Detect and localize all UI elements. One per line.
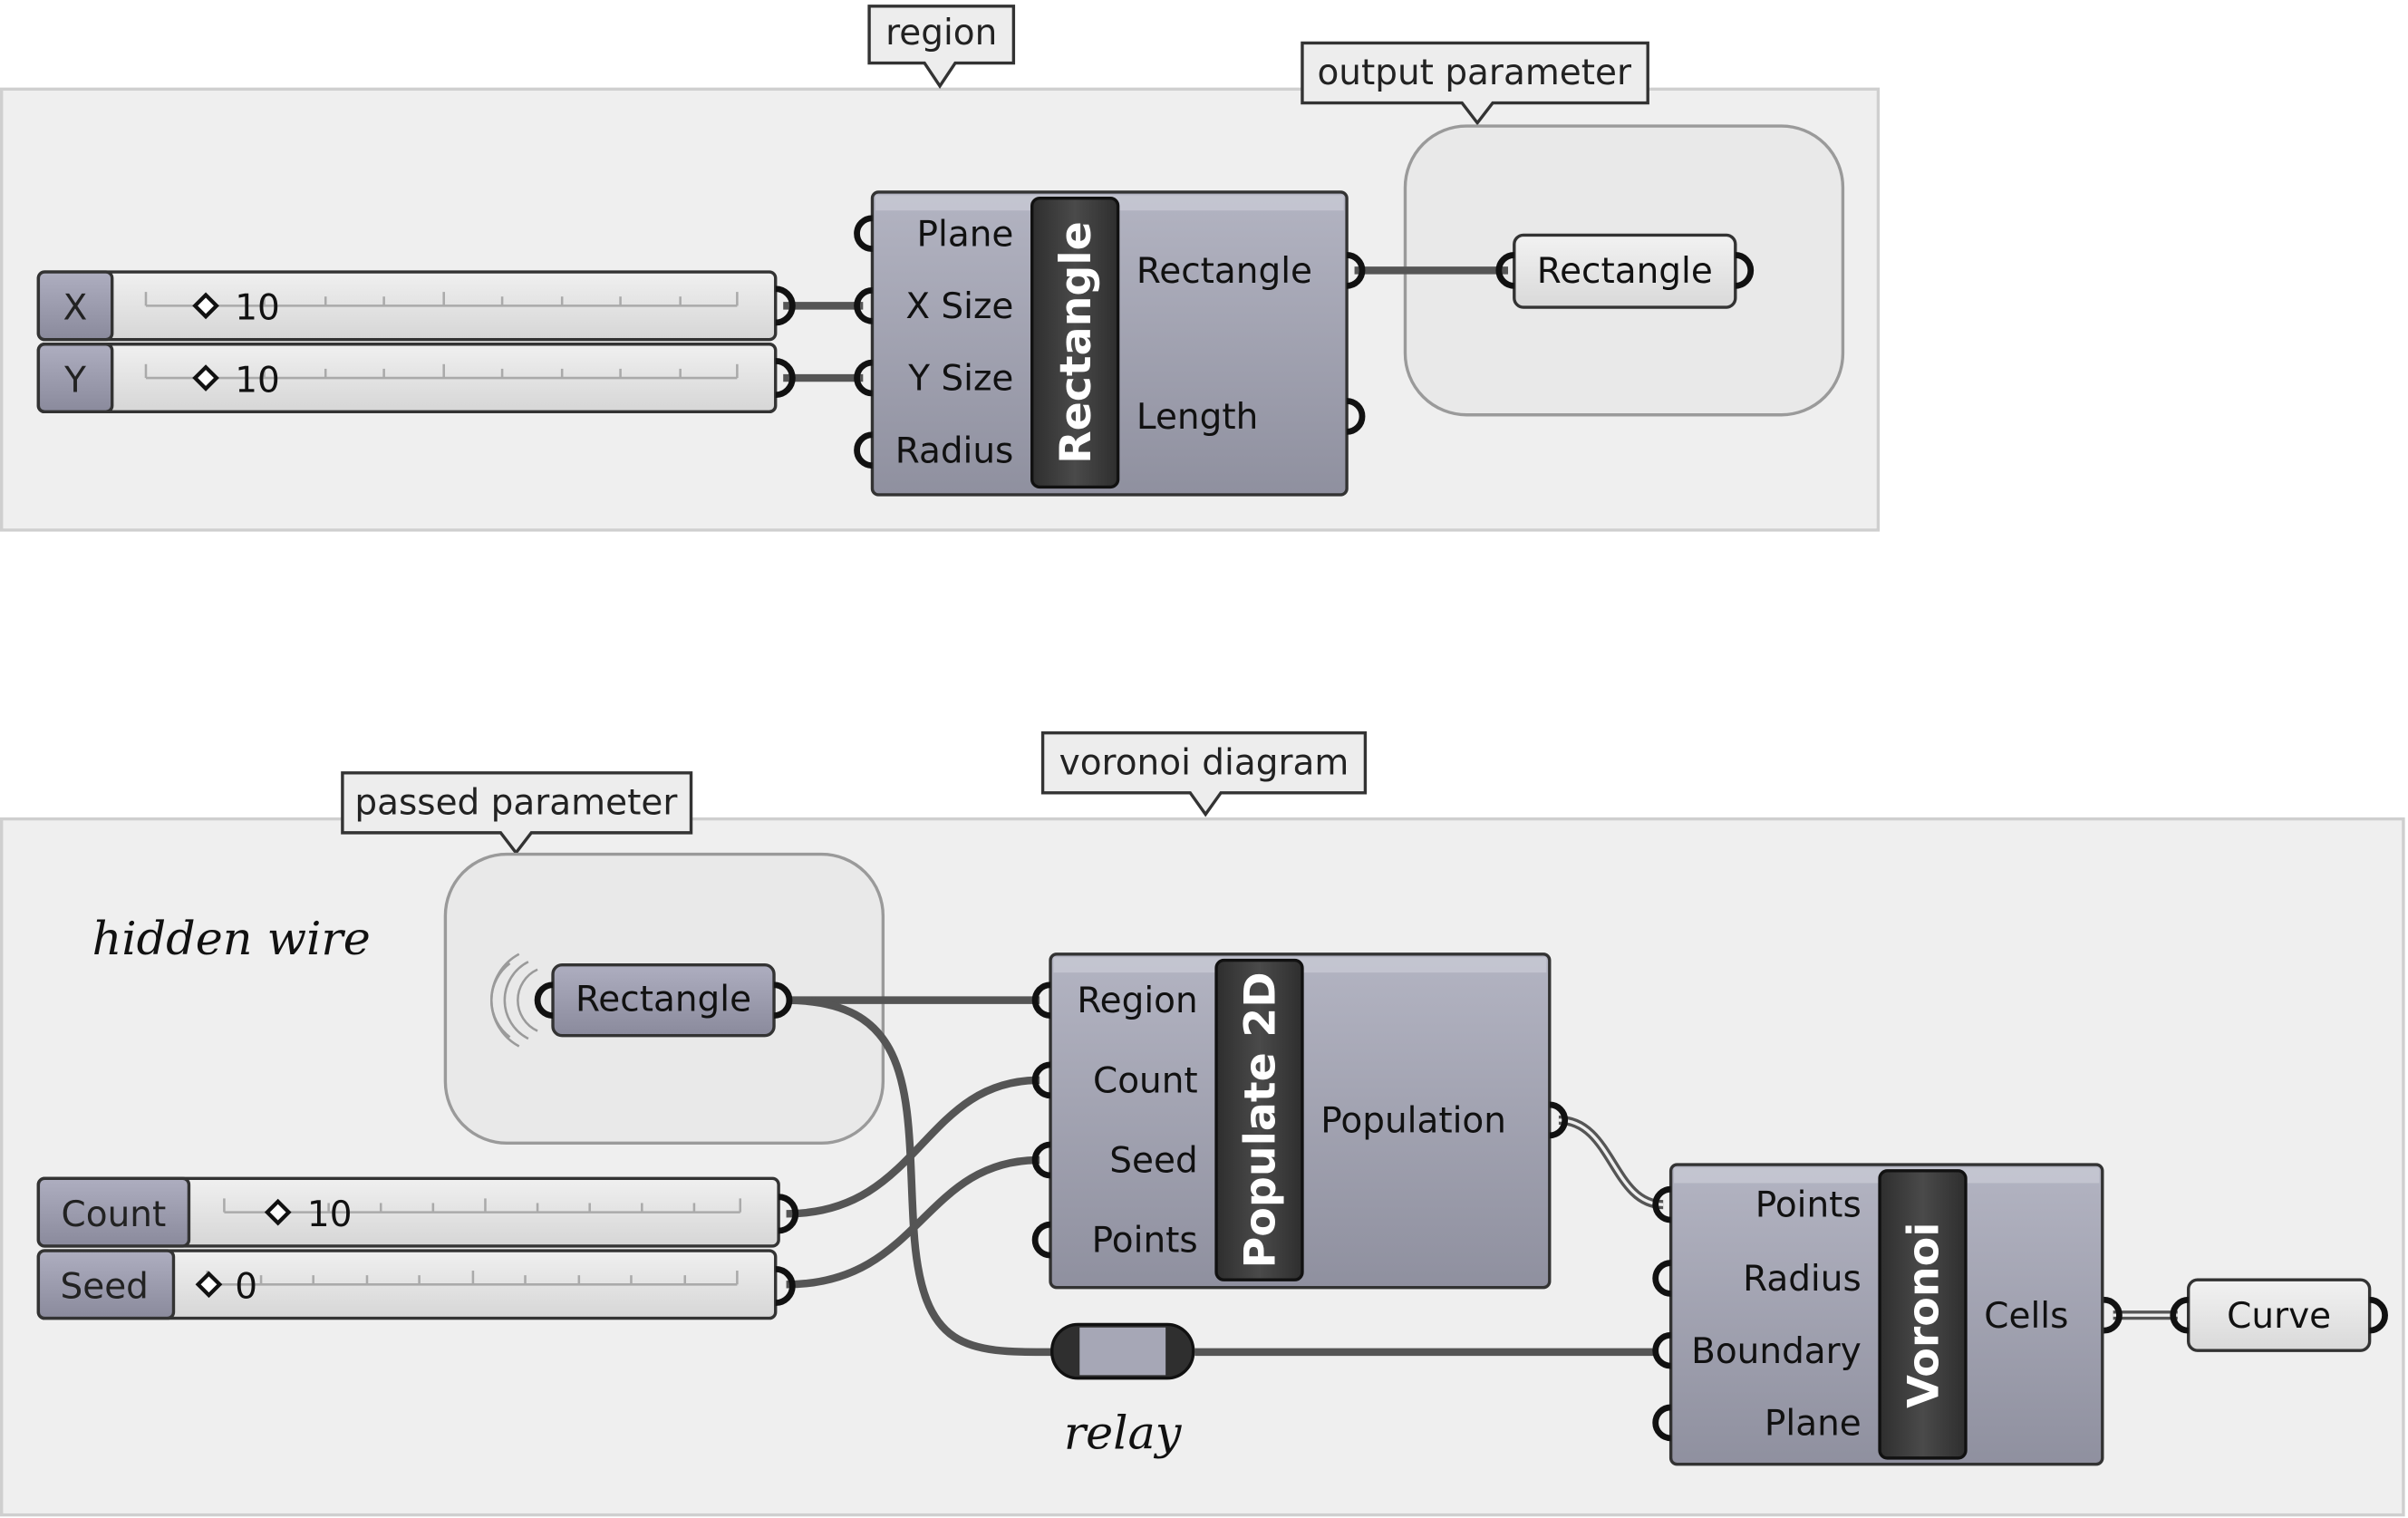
output-rectangle-param[interactable]: Rectangle [1495, 233, 1755, 309]
callout-region: region [867, 5, 1016, 89]
slider-y-name-box [36, 343, 114, 414]
wires-multi [1558, 1115, 2178, 1320]
callout-voronoi-diagram-label: voronoi diagram [1059, 742, 1349, 783]
populate-input-region: Region [1077, 981, 1197, 1021]
slider-count-grip-icon[interactable] [264, 1198, 292, 1226]
populate-2d-title-bar[interactable] [1214, 958, 1304, 1281]
rect-input-radius: Radius [895, 430, 1014, 471]
voronoi-input-grip-points[interactable] [1652, 1185, 1671, 1223]
slider-seed-value: 0 [235, 1267, 257, 1308]
slider-y-output-grip[interactable] [775, 358, 796, 399]
callout-output-parameter-label: output parameter [1317, 53, 1632, 93]
voronoi-input-grip-boundary[interactable] [1652, 1331, 1671, 1369]
rectangle-component-title-bar[interactable] [1030, 197, 1120, 489]
slider-x-name: X [63, 288, 88, 329]
slider-count-ticks [223, 1198, 742, 1213]
curve-param-output-grip[interactable] [2369, 1296, 2388, 1334]
slider-x-output-grip[interactable] [775, 285, 796, 326]
wires-bottom [786, 996, 1654, 1357]
curve-param[interactable]: Curve [2170, 1278, 2388, 1352]
callout-passed-parameter: passed parameter [341, 771, 693, 856]
rect-output-grip-rectangle[interactable] [1346, 252, 1366, 289]
callout-passed-parameter-label: passed parameter [354, 783, 678, 824]
slider-seed-name: Seed [61, 1267, 149, 1308]
rect-input-xsize: X Size [905, 286, 1013, 327]
slider-x-value: 10 [235, 288, 280, 329]
wires-top [783, 266, 1509, 382]
passed-param-input-grip[interactable] [534, 981, 554, 1020]
rectangle-component[interactable]: Rectangle Plane X Size Y Size Radius Rec… [854, 190, 1366, 497]
note-hidden-wire: hidden wire [92, 912, 371, 965]
slider-count[interactable]: Count 10 [36, 1176, 799, 1248]
hidden-wire-icon [489, 952, 538, 1048]
passed-param-output-grip[interactable] [773, 981, 793, 1020]
rect-input-grip-radius[interactable] [854, 431, 873, 469]
callout-output-parameter: output parameter [1301, 41, 1649, 126]
slider-count-name: Count [62, 1194, 167, 1235]
slider-y[interactable]: Y 10 [36, 343, 796, 414]
curve-param-label: Curve [2227, 1296, 2331, 1337]
voronoi-input-plane: Plane [1765, 1403, 1862, 1444]
populate-input-count: Count [1093, 1060, 1198, 1101]
rect-input-ysize: Y Size [907, 359, 1013, 400]
slider-x[interactable]: X 10 [36, 270, 796, 342]
populate-output-population: Population [1320, 1100, 1506, 1141]
populate-input-points: Points [1092, 1221, 1198, 1262]
rect-output-length: Length [1136, 397, 1258, 438]
relay-label: relay [1064, 1407, 1183, 1460]
rect-input-grip-xsize[interactable] [854, 287, 873, 324]
slider-seed-output-grip[interactable] [775, 1265, 796, 1307]
populate-input-grip-count[interactable] [1031, 1061, 1051, 1099]
slider-y-value: 10 [235, 360, 280, 401]
voronoi-input-radius: Radius [1743, 1259, 1862, 1300]
slider-seed-name-box [36, 1249, 176, 1320]
populate-input-grip-region[interactable] [1031, 981, 1051, 1020]
output-param-output-grip[interactable] [1735, 252, 1755, 289]
output-rectangle-param-label: Rectangle [1537, 251, 1713, 292]
rectangle-component-title: Rectangle [1051, 221, 1101, 464]
populate-output-grip-population[interactable] [1549, 1101, 1569, 1139]
populate-2d-component[interactable]: Populate 2D Region Count Seed Points Pop… [1031, 952, 1569, 1290]
slider-seed-grip-icon[interactable] [195, 1271, 223, 1299]
voronoi-input-points: Points [1755, 1185, 1862, 1226]
passed-rectangle-param[interactable]: Rectangle [489, 952, 793, 1048]
voronoi-output-grip-cells[interactable] [2103, 1296, 2123, 1334]
populate-input-grip-seed[interactable] [1031, 1141, 1051, 1179]
passed-rectangle-param-label: Rectangle [575, 980, 751, 1020]
voronoi-input-grip-radius[interactable] [1652, 1260, 1671, 1297]
slider-count-value: 10 [307, 1194, 353, 1235]
voronoi-component[interactable]: Voronoi Points Radius Boundary Plane Cel… [1652, 1163, 2123, 1466]
callout-voronoi-diagram: voronoi diagram [1040, 730, 1368, 817]
slider-x-grip-icon[interactable] [192, 292, 219, 320]
voronoi-title: Voronoi [1899, 1223, 1949, 1408]
slider-count-output-grip[interactable] [778, 1194, 799, 1234]
curve-param-input-grip[interactable] [2170, 1296, 2189, 1334]
rect-input-grip-plane[interactable] [854, 215, 873, 253]
slider-seed[interactable]: Seed 0 [36, 1249, 796, 1320]
rect-input-plane: Plane [917, 214, 1014, 255]
voronoi-title-bar[interactable] [1878, 1169, 1968, 1460]
rect-output-grip-length[interactable] [1346, 398, 1366, 435]
callout-region-label: region [885, 13, 997, 53]
slider-y-grip-icon[interactable] [192, 364, 219, 392]
output-param-input-grip[interactable] [1495, 252, 1515, 289]
rect-input-grip-ysize[interactable] [854, 359, 873, 397]
rect-output-rectangle: Rectangle [1136, 251, 1312, 292]
slider-x-name-box [36, 270, 114, 342]
voronoi-input-boundary: Boundary [1691, 1331, 1862, 1372]
populate-2d-title: Populate 2D [1235, 972, 1285, 1268]
populate-input-seed: Seed [1109, 1141, 1197, 1182]
populate-input-grip-points[interactable] [1031, 1221, 1051, 1259]
slider-y-name: Y [63, 360, 86, 401]
voronoi-input-grip-plane[interactable] [1652, 1404, 1671, 1442]
slider-count-name-box [36, 1176, 191, 1248]
relay[interactable]: relay [1050, 1322, 1195, 1460]
voronoi-output-cells: Cells [1984, 1296, 2068, 1337]
